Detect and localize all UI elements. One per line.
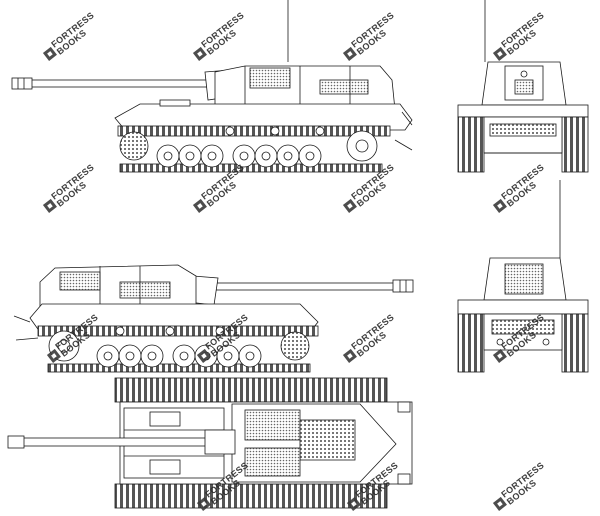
front-view [457, 0, 589, 173]
top-view [7, 377, 413, 509]
rear-view [457, 180, 589, 373]
side-view-right [11, 0, 413, 173]
side-view-left [13, 264, 414, 373]
